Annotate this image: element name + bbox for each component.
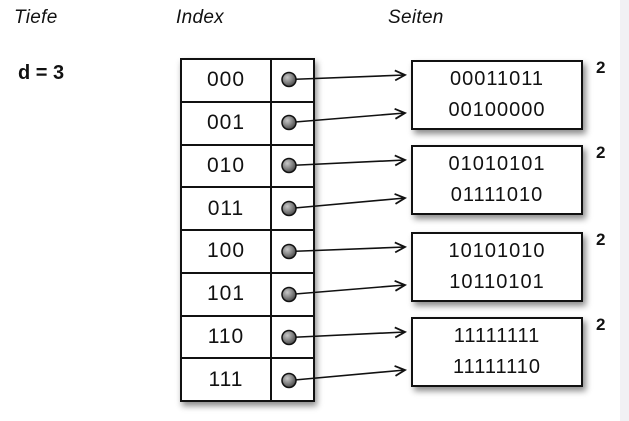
slide-edge (620, 0, 629, 421)
global-depth-value: d = 3 (18, 62, 65, 84)
page-entry: 00100000 (448, 99, 546, 121)
page-entry: 10110101 (449, 271, 545, 293)
index-key: 011 (182, 188, 272, 229)
local-depth-value: 2 (596, 58, 606, 77)
index-key: 111 (182, 359, 272, 400)
local-depth-value: 2 (596, 230, 606, 249)
index-key: 110 (182, 316, 272, 358)
page-box: 11111111 11111110 (411, 317, 583, 387)
page-entry: 11111111 (453, 325, 541, 347)
index-row: 000 (182, 60, 313, 103)
index-key: 010 (182, 145, 272, 187)
pages-column-label: Seiten (388, 7, 444, 28)
index-table: 000 001 010 011 100 101 110 111 (180, 58, 315, 402)
index-row: 001 (182, 102, 313, 146)
index-row: 011 (182, 188, 313, 231)
pointer-cell (272, 231, 313, 272)
page-box: 01010101 01111010 (411, 145, 583, 215)
index-key: 101 (182, 273, 272, 315)
page-entry: 00011011 (449, 68, 544, 90)
index-row: 111 (182, 359, 313, 400)
pointer-cell (272, 274, 313, 315)
pointer-cell (272, 188, 313, 229)
page-entry: 11111110 (452, 356, 542, 378)
index-row: 010 (182, 145, 313, 189)
depth-column-label: Tiefe (14, 7, 58, 28)
page-entry: 01111010 (450, 184, 544, 206)
index-key: 000 (182, 60, 272, 101)
pointer-cell (272, 317, 313, 358)
page-box: 00011011 00100000 (411, 60, 583, 130)
index-row: 101 (182, 273, 313, 317)
index-key: 100 (182, 231, 272, 272)
pointer-cell (272, 359, 313, 400)
local-depth-value: 2 (596, 143, 606, 162)
pointer-cell (272, 60, 313, 101)
index-row: 110 (182, 316, 313, 360)
index-column-label: Index (176, 7, 224, 28)
pointer-cell (272, 146, 313, 187)
page-entry: 10101010 (448, 240, 546, 262)
index-row: 100 (182, 231, 313, 274)
pointer-cell (272, 103, 313, 144)
page-box: 10101010 10110101 (411, 232, 583, 302)
index-key: 001 (182, 102, 272, 144)
page-entry: 01010101 (448, 153, 546, 175)
local-depth-value: 2 (596, 315, 606, 334)
